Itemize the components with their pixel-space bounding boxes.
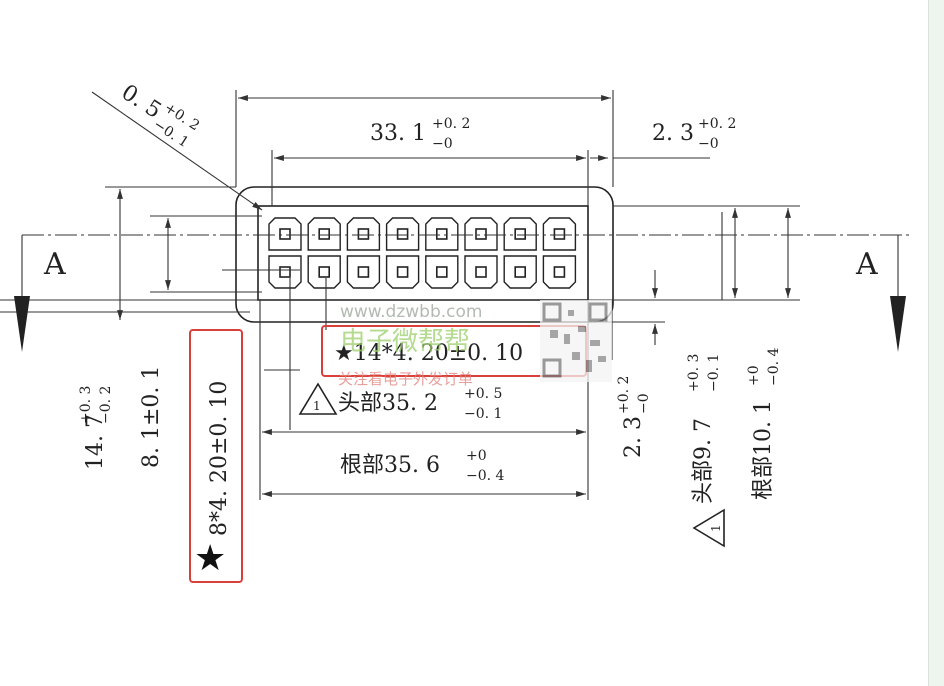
pin-slot <box>542 217 577 251</box>
height-dimension-lines <box>105 186 327 430</box>
pin-row-bottom <box>268 255 577 289</box>
total-height-upper: +0. 3 <box>78 386 94 424</box>
vertical-offset-value: 2. 3 <box>621 416 646 458</box>
pin-slot <box>542 255 577 289</box>
vertical-offset-lower: −0 <box>636 393 652 414</box>
pin-row-top <box>268 217 577 251</box>
note-flag-icon-right: 1 <box>692 508 725 548</box>
watermark-url: www.dzwbb.com <box>340 302 482 322</box>
width-dimension-value: 33. 1 <box>370 121 426 146</box>
head-height-value: 头部9. 7 <box>691 418 716 504</box>
pin-slot <box>385 255 420 289</box>
width-dimension-lines <box>235 90 710 206</box>
section-label-right: A <box>855 247 878 282</box>
root-width-upper: +0 <box>466 448 487 464</box>
pin-slot <box>503 255 537 289</box>
pin-slot <box>268 255 302 289</box>
note-flag-icon: 1 <box>298 382 338 415</box>
pin-slot <box>307 255 341 289</box>
width-dimension-lower: −0 <box>432 136 453 152</box>
section-arrow-right <box>890 235 906 352</box>
root-width-lower: −0. 4 <box>466 468 505 484</box>
watermark-slogan: 关注看电子外发订单 <box>338 370 473 388</box>
chamfer-leader <box>91 91 263 211</box>
pin-slot <box>268 217 302 251</box>
svg-text:1: 1 <box>709 524 723 532</box>
total-height-value: 14. 7 <box>83 414 108 470</box>
right-dimension-lines <box>588 205 800 360</box>
root-width-value: 根部35. 6 <box>340 453 440 478</box>
pin-slot <box>425 255 459 289</box>
root-height-value: 根部10. 1 <box>751 400 776 500</box>
pin-slot <box>385 217 420 251</box>
total-height-lower: −0. 2 <box>98 386 114 424</box>
offset-top-value: 2. 3 <box>652 121 694 146</box>
vertical-offset-upper: +0. 2 <box>616 376 632 414</box>
qr-code-icon <box>540 300 612 382</box>
pin-slot <box>346 255 381 289</box>
watermark-brand: 电子微帮帮 <box>340 327 470 357</box>
section-label-left: A <box>43 247 66 282</box>
head-width-value: 头部35. 2 <box>338 391 438 416</box>
pitch-vertical-value: 8*4. 20±0. 10 <box>207 381 232 536</box>
head-width-upper: +0. 5 <box>464 386 502 402</box>
pitch-vertical-highlight <box>189 329 243 583</box>
offset-top-lower: −0 <box>698 136 719 152</box>
root-height-upper: +0 <box>746 365 762 386</box>
watermark: www.dzwbb.com 电子微帮帮 关注看电子外发订单 <box>338 300 612 388</box>
pin-slot <box>346 217 381 251</box>
pitch-horizontal-value: ★14*4. 20±0. 10 <box>334 341 523 366</box>
svg-text:1: 1 <box>313 399 321 413</box>
viewer-edge-strip <box>928 0 944 686</box>
pin-slot <box>425 217 459 251</box>
root-height-lower: −0. 4 <box>766 347 782 386</box>
head-width-lower: −0. 1 <box>464 406 502 422</box>
head-height-upper: +0. 3 <box>686 354 702 392</box>
head-height-lower: −0. 1 <box>706 354 722 392</box>
pin-slot <box>503 217 537 251</box>
pitch-vertical-star: ★ <box>194 538 226 579</box>
section-arrow-left <box>14 235 30 352</box>
offset-top-upper: +0. 2 <box>698 116 736 132</box>
pin-span-height: 8. 1±0. 1 <box>139 366 164 468</box>
width-dimension-upper: +0. 2 <box>432 116 470 132</box>
pin-slot <box>307 217 341 251</box>
pin-slot <box>464 255 498 289</box>
pin-slot <box>464 217 498 251</box>
